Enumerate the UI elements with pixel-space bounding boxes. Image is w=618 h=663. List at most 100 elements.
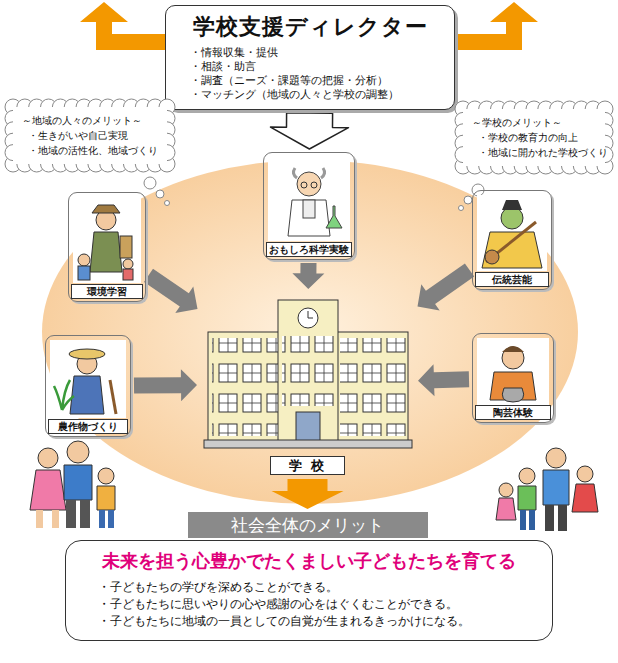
rect-shape bbox=[50, 340, 126, 418]
path-shape bbox=[97, 486, 115, 510]
path-shape bbox=[308, 311, 313, 318]
heading-text: ～地域の人々のメリット～ bbox=[22, 113, 158, 128]
heading-text: 未来を担う心豊かでたくましい子どもたちを育てる bbox=[78, 549, 540, 573]
circle-shape bbox=[464, 196, 472, 204]
circle-shape bbox=[519, 468, 535, 484]
path-shape bbox=[293, 168, 324, 178]
activity-frame: 伝統芸能 bbox=[472, 190, 552, 290]
path-shape bbox=[326, 206, 342, 228]
rect-shape bbox=[268, 157, 350, 241]
polygon-shape bbox=[80, 2, 165, 50]
circle-shape bbox=[546, 448, 566, 468]
circle-shape bbox=[156, 190, 164, 198]
block-arrow bbox=[418, 263, 475, 310]
path-shape bbox=[496, 498, 516, 520]
polygon-shape bbox=[453, 2, 538, 50]
people-right bbox=[496, 448, 598, 531]
circle-shape bbox=[311, 182, 317, 188]
path-shape bbox=[572, 484, 598, 512]
director-box: 学校支援ディレクター・情報収集・提供・相談・助言・調査（ニーズ・課題等の把握・分… bbox=[165, 5, 455, 110]
body-text: ・子どもたちの学びを深めることができる。 bbox=[78, 579, 540, 596]
rect-shape bbox=[477, 338, 549, 406]
block-arrow bbox=[144, 269, 198, 313]
activity-frame: 環境学習 bbox=[68, 192, 146, 302]
body-text: ・マッチング（地域の人々と学校の調整） bbox=[190, 87, 444, 101]
rect-shape bbox=[80, 500, 90, 528]
outcome-box: 未来を担う心豊かでたくましい子どもたちを育てる・子どもたちの学びを深めることがで… bbox=[65, 540, 553, 641]
line-shape bbox=[110, 380, 116, 414]
path-shape bbox=[502, 200, 522, 210]
body-text: ・子どもたちに思いやりの心や感謝の心をはぐくむことができる。 bbox=[78, 596, 540, 613]
rect-shape bbox=[477, 195, 547, 271]
rect-shape bbox=[558, 505, 567, 531]
rect-shape bbox=[73, 197, 141, 283]
rect-shape bbox=[212, 338, 278, 436]
block-arrow bbox=[292, 263, 324, 289]
rect-shape bbox=[66, 500, 76, 528]
rect-shape bbox=[296, 412, 320, 442]
environment-figure bbox=[73, 197, 141, 283]
circle-shape bbox=[297, 172, 321, 196]
school-merit-cloud: ～学校のメリット～・学校の教育力の向上・地域に開かれた学校づくり bbox=[454, 100, 614, 175]
circle-shape bbox=[501, 207, 523, 229]
body-text: ・相談・助言 bbox=[190, 59, 444, 73]
rect-shape bbox=[208, 332, 280, 442]
body-text: ・地域の活性化、地域づくり bbox=[22, 143, 158, 158]
path-shape bbox=[502, 388, 523, 402]
circle-shape bbox=[78, 254, 90, 266]
rect-shape bbox=[108, 510, 114, 528]
rect-shape bbox=[303, 200, 315, 218]
community-merit-cloud: ～地域の人々のメリット～・生きがいや自己実現・地域の活性化、地域づくり bbox=[4, 98, 176, 173]
body-text: ・調査（ニーズ・課題等の把握・分析） bbox=[190, 73, 444, 87]
traditional-arts-figure bbox=[477, 195, 547, 271]
rect-shape bbox=[123, 269, 133, 280]
rect-shape bbox=[13, 107, 167, 164]
activity-frame: おもしろ科学実験 bbox=[263, 152, 355, 260]
circle-shape bbox=[123, 259, 133, 269]
circle-shape bbox=[98, 468, 114, 484]
circle-shape bbox=[502, 347, 524, 369]
block-arrow bbox=[134, 369, 197, 401]
circle-shape bbox=[459, 206, 464, 211]
ellipse-shape bbox=[69, 349, 105, 359]
node-label: 学 校 bbox=[270, 456, 345, 475]
people-left bbox=[30, 441, 115, 528]
society-merit-band: 社会全体のメリット bbox=[188, 512, 428, 538]
circle-shape bbox=[485, 250, 499, 264]
body-text: 社会全体のメリット bbox=[188, 512, 428, 538]
block-arrow bbox=[418, 364, 469, 396]
path-shape bbox=[90, 232, 122, 272]
rect-shape bbox=[204, 440, 412, 448]
rect-shape bbox=[520, 510, 526, 530]
farming-figure bbox=[50, 340, 126, 418]
path-shape bbox=[54, 380, 74, 410]
rect-shape bbox=[545, 505, 554, 531]
rect-shape bbox=[36, 510, 43, 528]
circle-shape bbox=[298, 308, 318, 328]
node-label: 陶芸体験 bbox=[475, 405, 551, 420]
path-shape bbox=[64, 465, 92, 500]
rect-shape bbox=[340, 338, 406, 436]
body-text: ・子どもたちに地域の一員としての自覚が生まれるきっかけになる。 bbox=[78, 613, 540, 630]
rect-shape bbox=[278, 300, 338, 442]
rect-shape bbox=[463, 109, 605, 166]
block-arrow bbox=[271, 113, 349, 149]
rect-shape bbox=[282, 336, 334, 406]
circle-shape bbox=[144, 177, 156, 189]
rect-shape bbox=[78, 266, 90, 280]
activity-frame: 農作物づくり bbox=[45, 335, 131, 437]
rect-shape bbox=[99, 510, 105, 528]
circle-shape bbox=[577, 466, 593, 482]
ceramics-figure bbox=[477, 338, 549, 406]
path-shape bbox=[482, 232, 542, 268]
heading-text: ～学校のメリット～ bbox=[472, 115, 596, 130]
path-shape bbox=[502, 346, 524, 352]
circle-shape bbox=[499, 483, 513, 497]
body-text: ・地域に開かれた学校づくり bbox=[472, 145, 596, 160]
circle-shape bbox=[38, 448, 58, 468]
node-label: 農作物づくり bbox=[48, 419, 128, 434]
node-label: おもしろ科学実験 bbox=[266, 242, 352, 257]
community-region bbox=[42, 160, 578, 504]
circle-shape bbox=[67, 441, 89, 463]
